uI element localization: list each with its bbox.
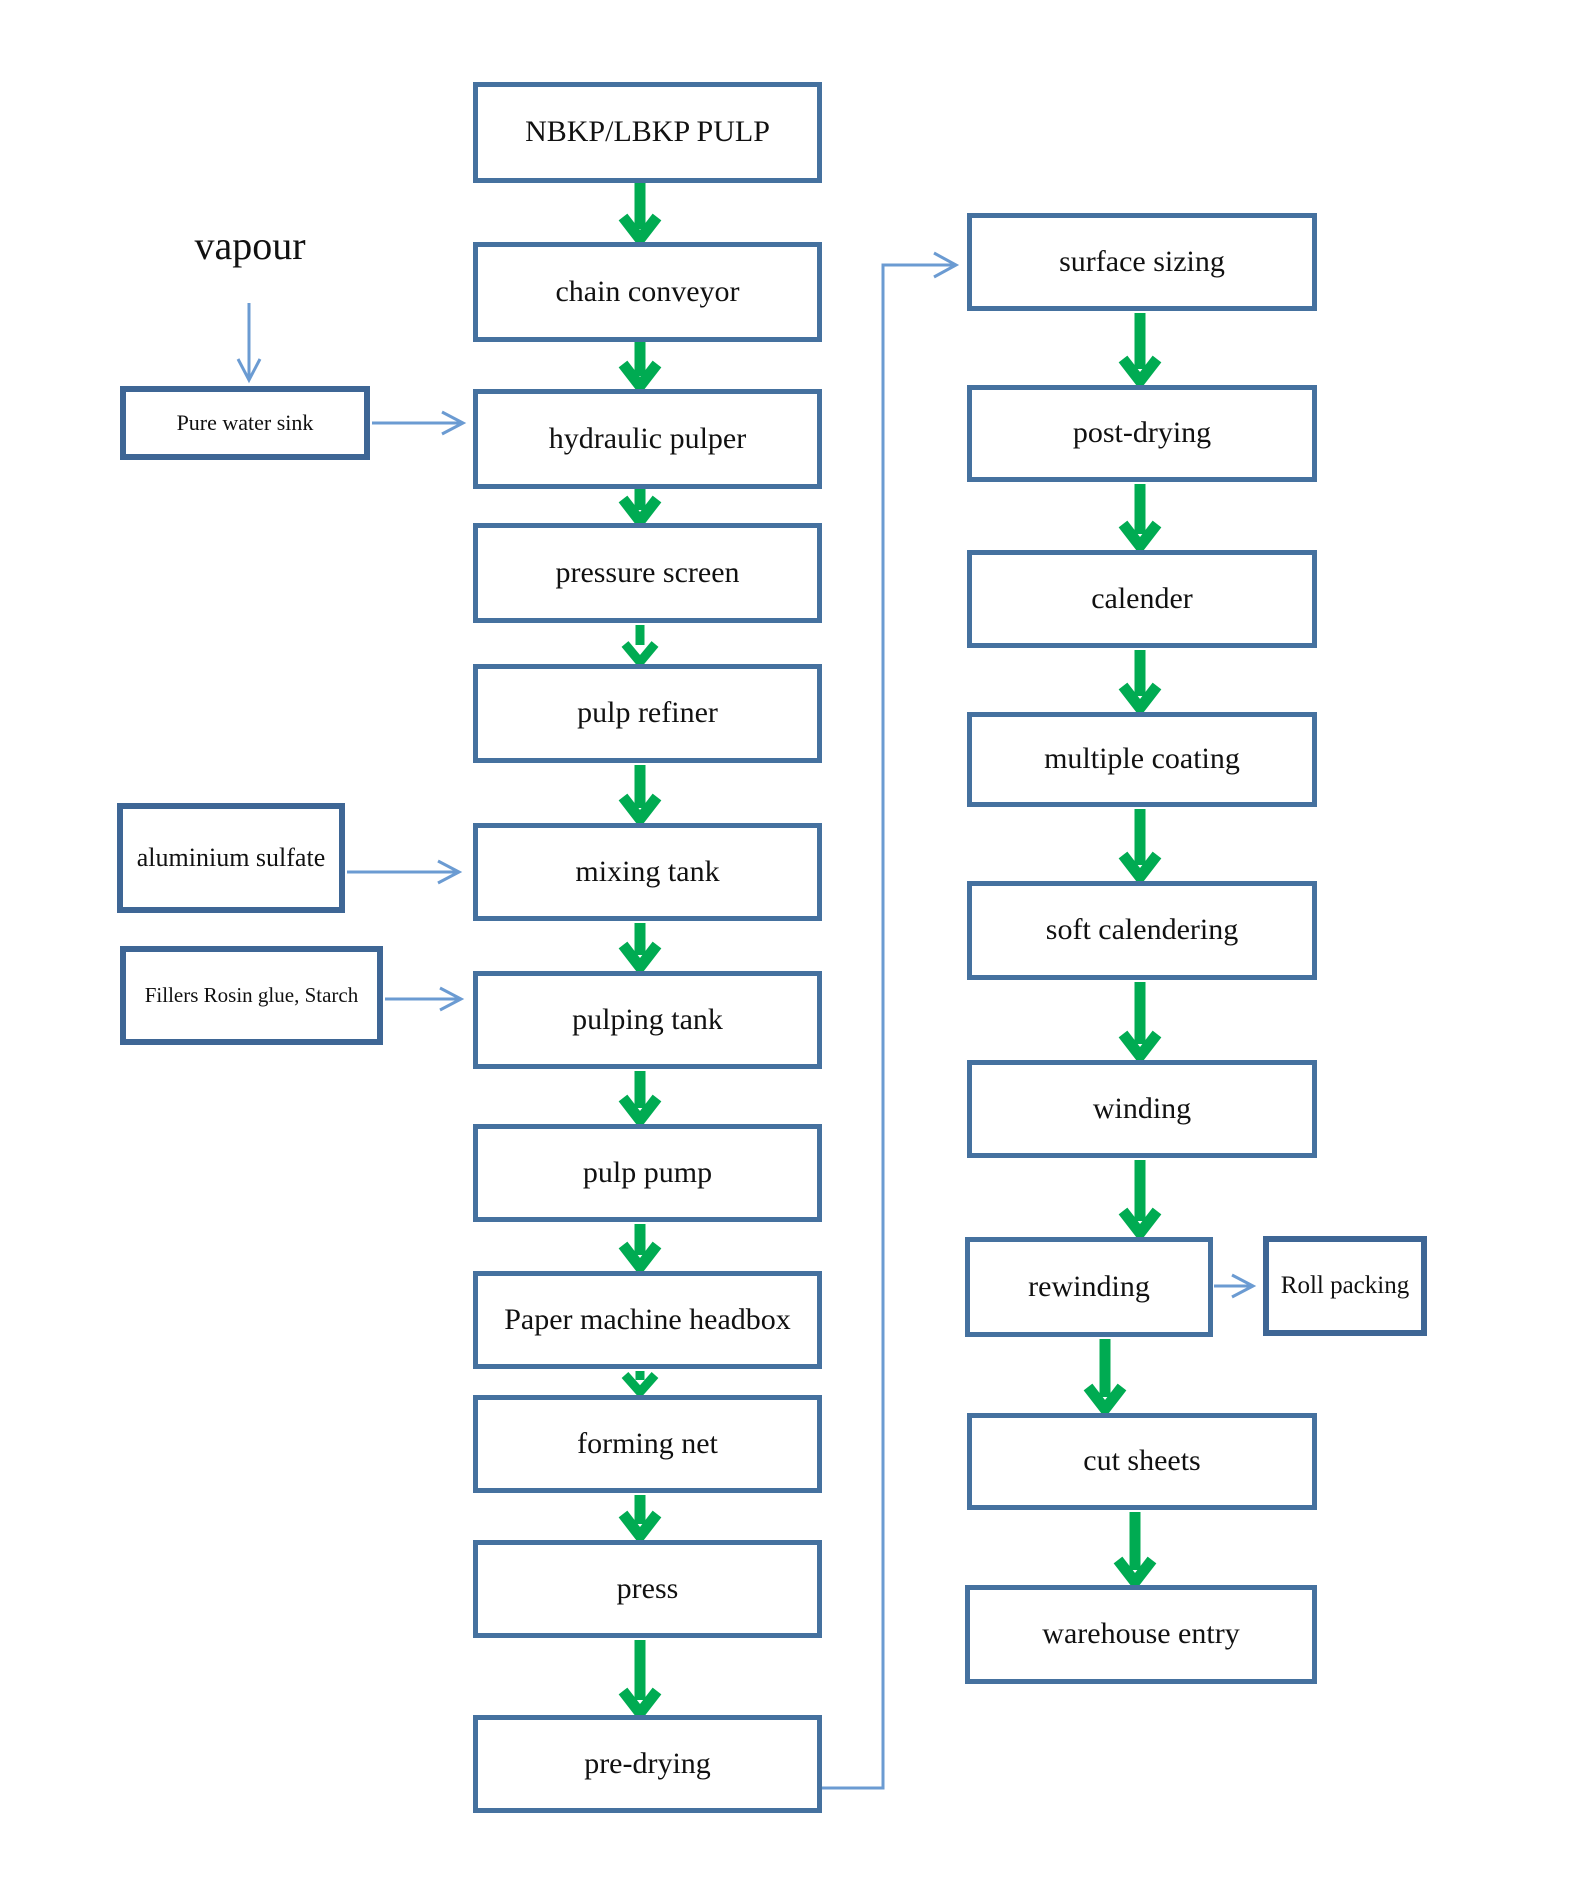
node-roll-packing: Roll packing — [1263, 1236, 1427, 1336]
fillers-arrow — [385, 986, 465, 1012]
node-pure-water-sink: Pure water sink — [120, 386, 370, 460]
rewinding-to-roll-packing-arrow — [1214, 1273, 1257, 1299]
predrying-to-surface-sizing-connector — [821, 251, 960, 1790]
node-chain-conveyor: chain conveyor — [473, 242, 822, 342]
vapour-label: vapour — [194, 223, 306, 268]
node-mixing-tank: mixing tank — [473, 823, 822, 921]
node-winding: winding — [967, 1060, 1317, 1158]
node-post-drying: post-drying — [967, 385, 1317, 482]
node-nbkp-lbkp-pulp: NBKP/LBKP PULP — [473, 82, 822, 183]
node-hydraulic-pulper: hydraulic pulper — [473, 389, 822, 489]
node-pulping-tank: pulping tank — [473, 971, 822, 1069]
vapour-arrow — [236, 303, 262, 384]
node-warehouse-entry: warehouse entry — [965, 1585, 1317, 1684]
node-surface-sizing: surface sizing — [967, 213, 1317, 311]
node-press: press — [473, 1540, 822, 1638]
node-soft-calendering: soft calendering — [967, 881, 1317, 980]
aluminium-sulfate-arrow — [347, 859, 463, 885]
node-pressure-screen: pressure screen — [473, 523, 822, 623]
node-pulp-refiner: pulp refiner — [473, 664, 822, 763]
node-forming-net: forming net — [473, 1395, 822, 1493]
node-pulp-pump: pulp pump — [473, 1124, 822, 1222]
node-paper-machine-headbox: Paper machine headbox — [473, 1271, 822, 1369]
node-multiple-coating: multiple coating — [967, 712, 1317, 807]
node-fillers-rosin-glue-starch: Fillers Rosin glue, Starch — [120, 946, 383, 1045]
node-rewinding: rewinding — [965, 1237, 1213, 1337]
node-pre-drying: pre-drying — [473, 1715, 822, 1813]
node-aluminium-sulfate: aluminium sulfate — [117, 803, 345, 913]
pure-water-sink-arrow — [372, 410, 467, 436]
node-cut-sheets: cut sheets — [967, 1413, 1317, 1510]
node-calender: calender — [967, 550, 1317, 648]
